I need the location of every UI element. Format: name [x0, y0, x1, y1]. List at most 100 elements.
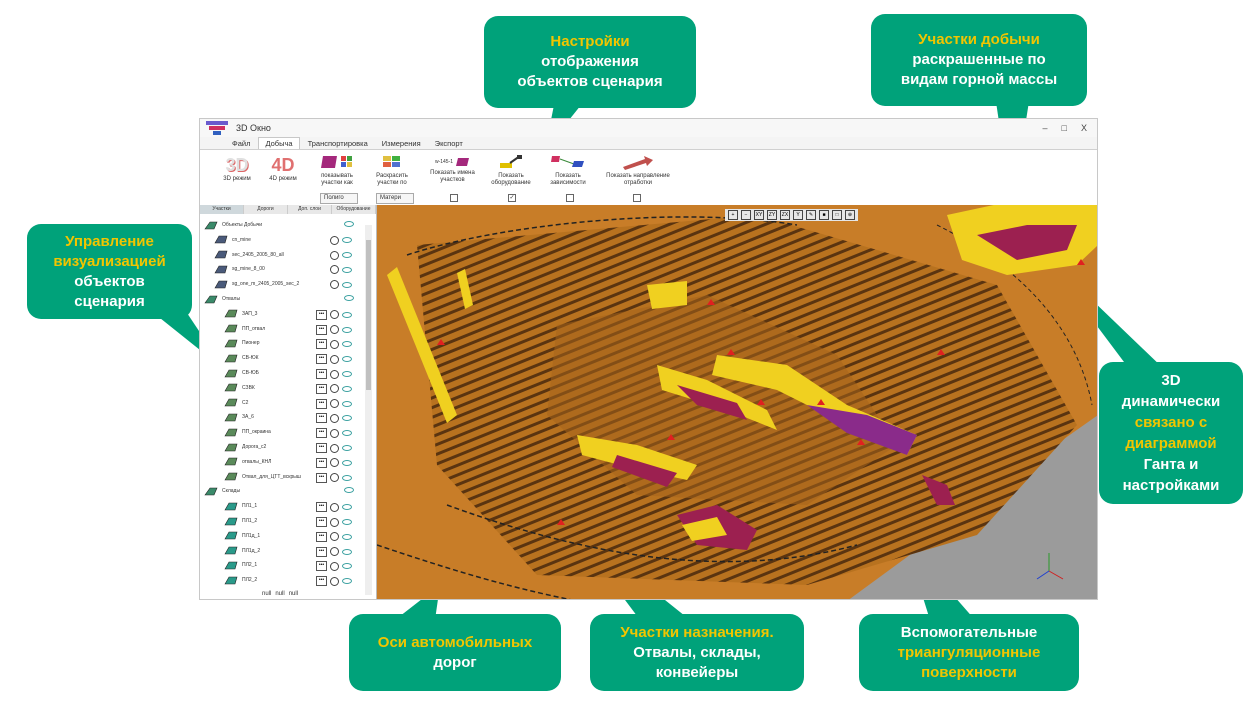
visibility-eye-icon[interactable] [342, 504, 352, 511]
locate-target-icon[interactable] [330, 458, 339, 468]
tree-item[interactable]: ПЛ1_2 [224, 514, 257, 528]
locate-target-icon[interactable] [330, 547, 339, 557]
visibility-eye-icon[interactable] [342, 237, 352, 244]
locate-target-icon[interactable] [330, 561, 339, 571]
tree-item[interactable]: sg_mine_8_00 [214, 262, 265, 276]
show-deps-checkbox[interactable] [566, 194, 574, 202]
tree-item[interactable]: СВ-ЮБ [224, 366, 259, 380]
more-options-button[interactable]: ••• [316, 398, 327, 409]
solid-view-icon[interactable]: ■ [819, 210, 829, 220]
tree-group[interactable]: Объекты Добычи [204, 218, 262, 232]
tree-item[interactable]: ПЛ1д_1 [224, 529, 260, 543]
minimize-button[interactable]: – [1042, 123, 1048, 133]
locate-target-icon[interactable] [330, 517, 339, 527]
visibility-eye-icon[interactable] [342, 430, 352, 437]
tab-equipment[interactable]: Оборудование [332, 205, 376, 214]
locate-target-icon[interactable] [330, 502, 339, 512]
more-options-button[interactable]: ••• [316, 369, 327, 379]
tree-group[interactable]: Склады [204, 484, 240, 498]
mode-4d-button[interactable]: 4D 4D режим [266, 154, 300, 183]
tree-item[interactable]: sg_one_m_2405_2005_sec_2 [214, 277, 299, 291]
more-options-button[interactable]: ••• [316, 561, 327, 572]
tree-item[interactable]: sec_2405_2005_80_all [214, 248, 284, 262]
menu-export[interactable]: Экспорт [434, 139, 463, 148]
tree-item[interactable]: С2 [224, 396, 248, 410]
more-options-button[interactable]: ••• [316, 428, 327, 439]
visibility-eye-icon[interactable] [342, 371, 352, 377]
visibility-eye-icon[interactable] [342, 252, 352, 259]
visibility-eye-icon[interactable] [344, 221, 354, 227]
locate-target-icon[interactable] [330, 369, 339, 379]
locate-target-icon[interactable] [330, 339, 339, 349]
tree-item[interactable]: СВ-ЮК [224, 351, 259, 365]
more-options-button[interactable]: ••• [316, 309, 327, 320]
view-xy-button[interactable]: XY [754, 210, 764, 220]
locate-target-icon[interactable] [330, 399, 339, 409]
more-options-button[interactable]: ••• [316, 546, 327, 557]
visibility-eye-icon[interactable] [342, 548, 352, 555]
locate-target-icon[interactable] [330, 354, 339, 364]
mode-3d-button[interactable]: 3D 3D режим [220, 154, 254, 183]
tree-group[interactable]: Отвалы [204, 292, 240, 306]
show-direction-control[interactable]: Показать направление отработки [602, 154, 674, 187]
tree-item[interactable]: Дорога_с2 [224, 440, 266, 454]
more-options-button[interactable]: ••• [316, 413, 327, 424]
visibility-eye-icon[interactable] [342, 281, 352, 288]
more-options-button[interactable]: ••• [316, 383, 327, 394]
locate-target-icon[interactable] [330, 384, 339, 394]
menu-measure[interactable]: Измерения [381, 139, 421, 148]
more-options-button[interactable]: ••• [316, 517, 327, 527]
more-options-button[interactable]: ••• [316, 354, 327, 365]
tree-item[interactable]: Отвал_для_ЦТТ_вскрыш [224, 470, 301, 484]
tree-item[interactable]: ПП_отвал [224, 322, 265, 336]
tree-item[interactable]: ПЛ1_1 [224, 499, 257, 513]
show-areas-control[interactable]: показывать участки как [312, 154, 362, 187]
tree-item[interactable]: ПЛ1д_2 [224, 544, 260, 558]
color-areas-control[interactable]: Раскрасить участки по [368, 154, 416, 187]
more-options-button[interactable]: ••• [316, 531, 327, 542]
panel-scrollbar[interactable] [365, 225, 372, 595]
more-options-button[interactable]: ••• [316, 443, 327, 453]
locate-target-icon[interactable] [330, 576, 339, 586]
locate-target-icon[interactable] [330, 265, 339, 275]
view-zy-button[interactable]: ZY [767, 210, 777, 220]
visibility-eye-icon[interactable] [342, 578, 352, 585]
show-equipment-control[interactable]: Показать оборудование [488, 154, 534, 187]
tree-item[interactable]: отвалы_КНЛ [224, 455, 271, 469]
visibility-eye-icon[interactable] [342, 311, 352, 318]
zoom-out-icon[interactable]: − [741, 210, 751, 220]
tree-item[interactable]: ПЛ2_2 [224, 573, 257, 587]
locate-target-icon[interactable] [330, 250, 339, 260]
locate-target-icon[interactable] [330, 532, 339, 542]
show-deps-control[interactable]: Показать зависимости [545, 154, 591, 187]
visibility-eye-icon[interactable] [342, 445, 352, 451]
show-names-checkbox[interactable] [450, 194, 458, 202]
tab-extra-layers[interactable]: Доп. слои [288, 205, 332, 214]
view-y-button[interactable]: Y [793, 210, 803, 220]
visibility-eye-icon[interactable] [342, 415, 352, 422]
visibility-eye-icon[interactable] [342, 459, 352, 466]
more-options-button[interactable]: ••• [316, 502, 327, 513]
more-options-button[interactable]: ••• [316, 339, 327, 350]
visibility-eye-icon[interactable] [344, 295, 354, 301]
tree-item[interactable]: ПЛ2_1 [224, 558, 257, 572]
visibility-eye-icon[interactable] [342, 400, 352, 407]
more-options-button[interactable]: ••• [316, 457, 327, 468]
edit-icon[interactable]: ✎ [806, 210, 816, 220]
tab-roads[interactable]: Дороги [244, 205, 288, 214]
show-direction-checkbox[interactable] [633, 194, 641, 202]
visibility-eye-icon[interactable] [342, 533, 352, 540]
tree-item[interactable]: СЗВК [224, 381, 255, 395]
tree-item[interactable]: ЗА_6 [224, 410, 254, 424]
close-button[interactable]: X [1080, 123, 1087, 133]
menu-mining[interactable]: Добыча [258, 137, 300, 149]
visibility-eye-icon[interactable] [342, 356, 352, 363]
tree-item[interactable]: cn_mine [214, 233, 251, 247]
visibility-eye-icon[interactable] [342, 326, 352, 333]
visibility-eye-icon[interactable] [342, 563, 352, 570]
visibility-eye-icon[interactable] [342, 519, 352, 525]
tree-item[interactable]: Пионер [224, 336, 260, 350]
locate-target-icon[interactable] [330, 428, 339, 438]
more-options-button[interactable]: ••• [316, 472, 327, 483]
